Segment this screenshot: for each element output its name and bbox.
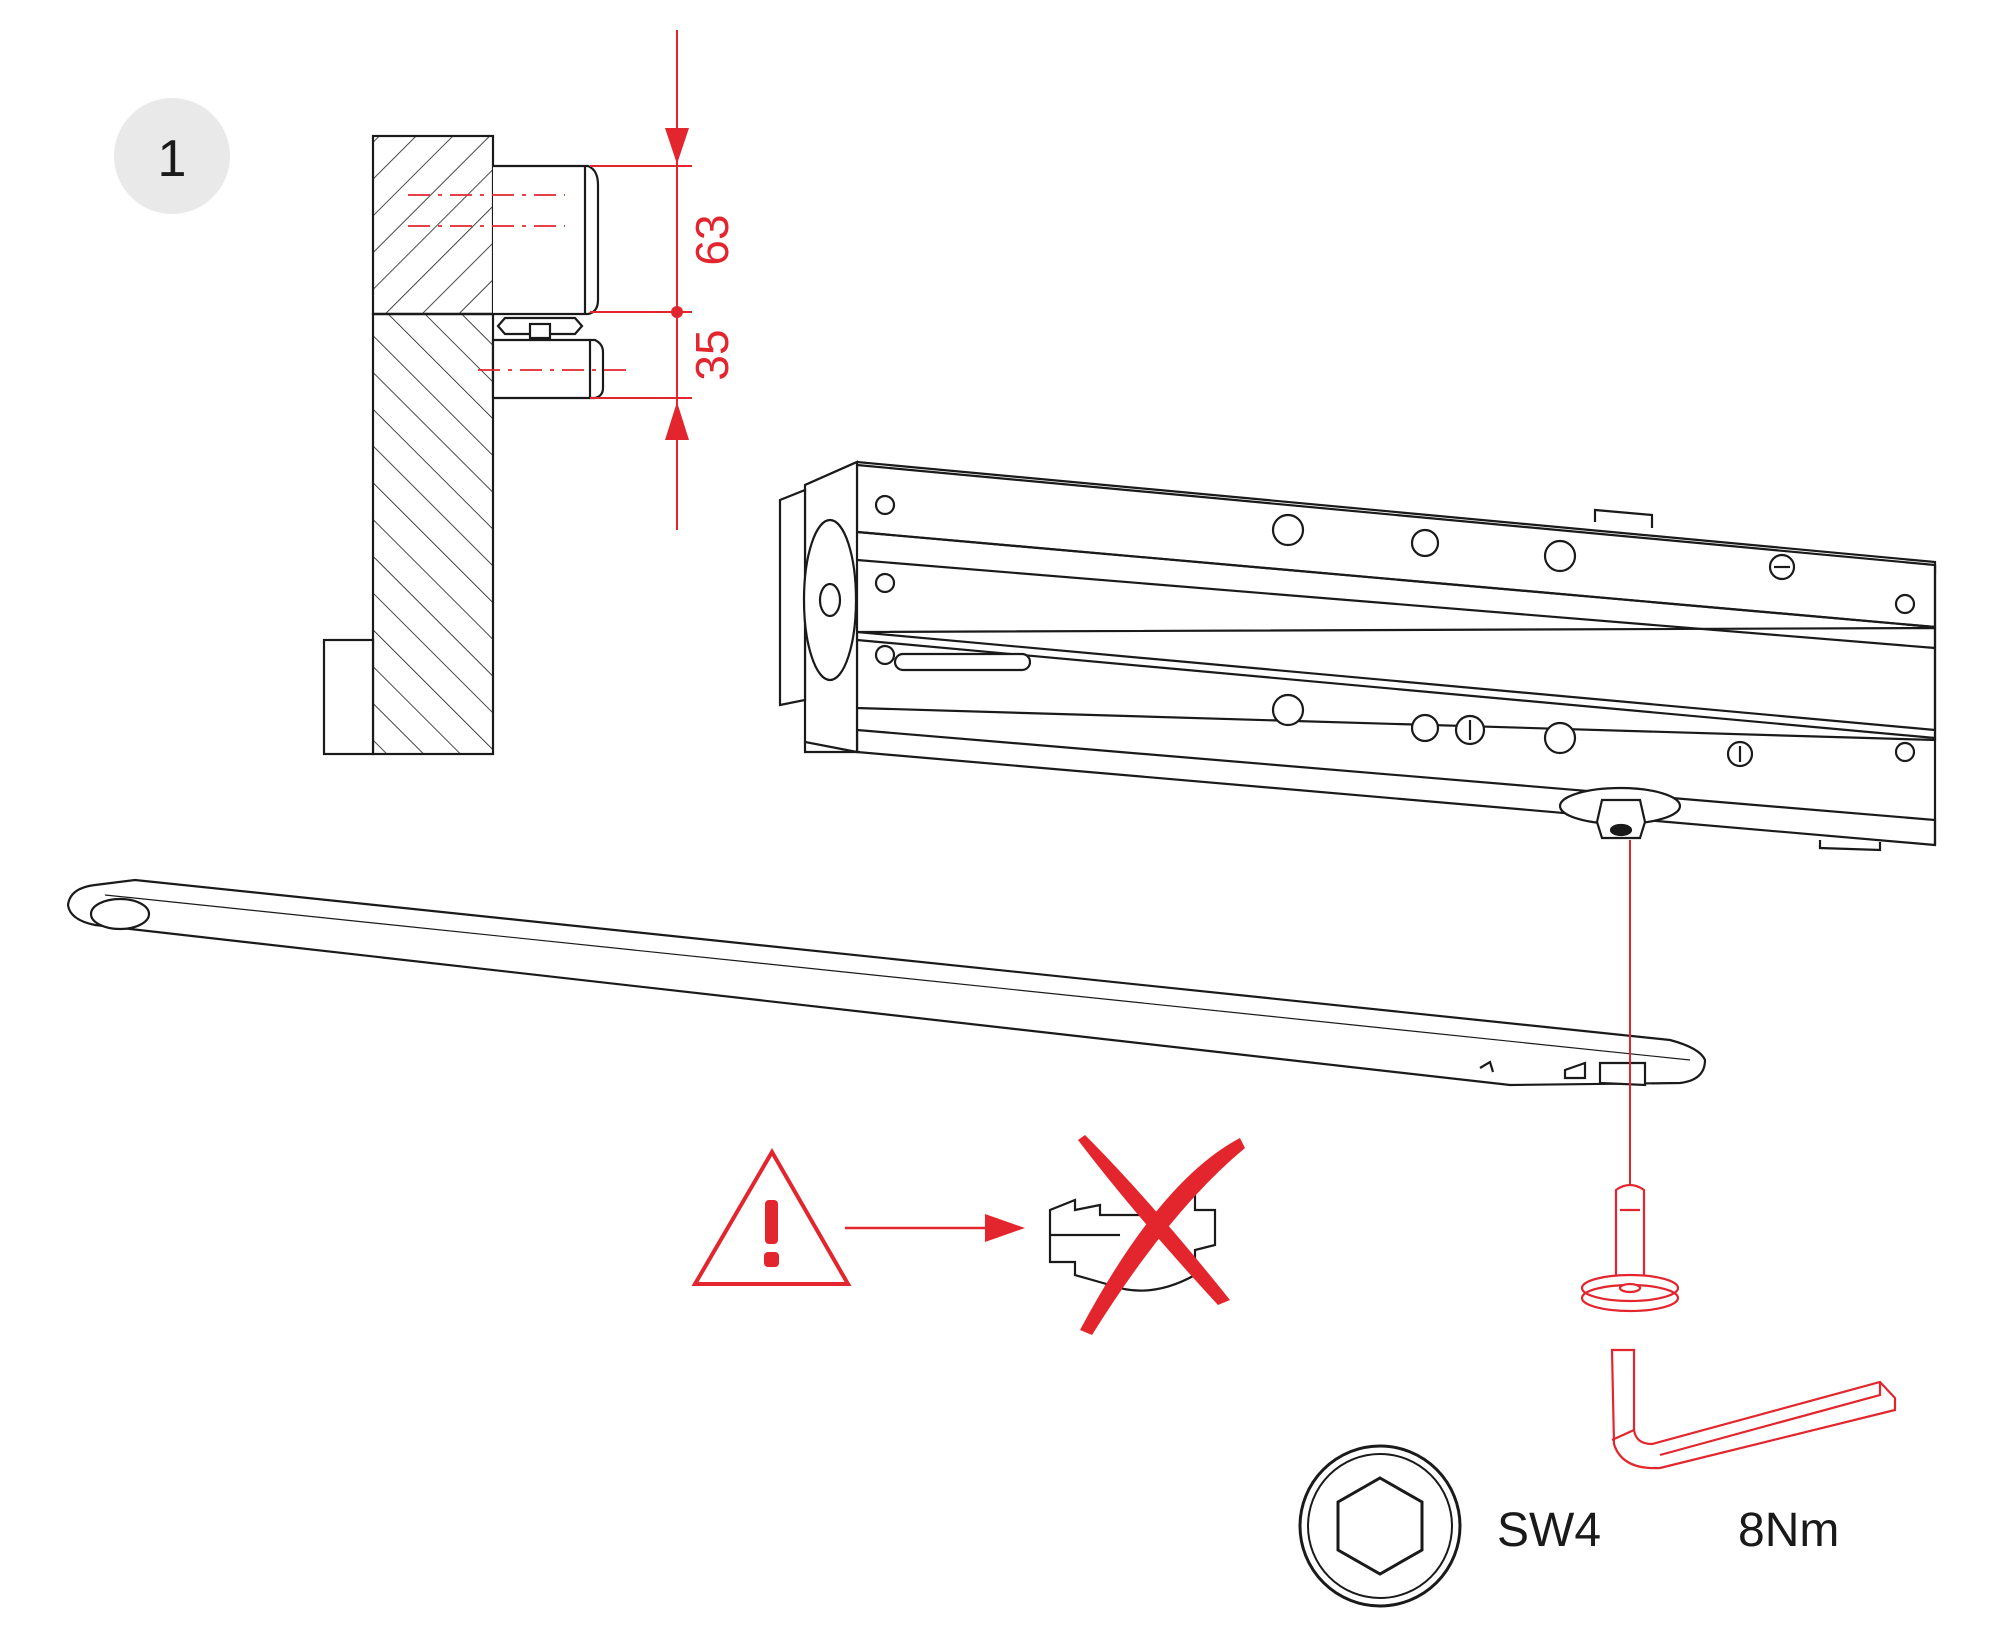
socket-screw-icon bbox=[1580, 1183, 1680, 1313]
dimension-lower-label: 35 bbox=[686, 329, 738, 380]
screw-icon bbox=[1271, 513, 1305, 547]
door-closer-body bbox=[778, 460, 1937, 852]
allen-key-icon bbox=[1610, 1348, 1897, 1470]
dimension-upper-label: 63 bbox=[686, 214, 738, 265]
torque-label: 8Nm bbox=[1738, 1504, 1839, 1557]
screw-icon bbox=[1543, 721, 1577, 755]
crossed-out-nut bbox=[1048, 1135, 1245, 1335]
nut-icon bbox=[1048, 1193, 1217, 1292]
screw-icon bbox=[1271, 693, 1305, 727]
warning-triangle-icon bbox=[691, 1148, 852, 1286]
crossed-out-icon bbox=[1078, 1135, 1245, 1335]
dimension-lines bbox=[590, 30, 692, 530]
step-number: 1 bbox=[158, 130, 187, 188]
cross-section-view bbox=[322, 134, 632, 756]
hex-socket-icon bbox=[1298, 1444, 1462, 1608]
socket-size-label: SW4 bbox=[1497, 1504, 1601, 1557]
screw-icon bbox=[1543, 539, 1577, 573]
step-badge: 1 bbox=[114, 98, 230, 214]
arrow-down-icon bbox=[665, 128, 689, 164]
closer-arm bbox=[66, 878, 1707, 1087]
pointer-arrow-icon bbox=[845, 1214, 1025, 1242]
arrow-up-icon bbox=[665, 402, 689, 440]
closer-profile bbox=[491, 164, 605, 400]
